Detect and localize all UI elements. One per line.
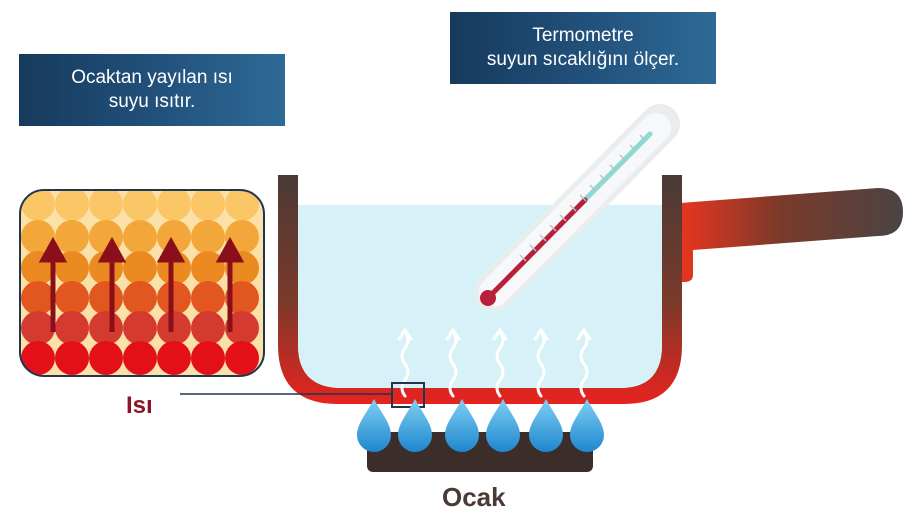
steam-icon — [445, 327, 461, 398]
steam-icon — [533, 327, 549, 398]
pot-handle — [680, 188, 903, 282]
flame-icon — [529, 399, 563, 452]
steam-icon — [492, 327, 508, 398]
flame-icon — [486, 399, 520, 452]
heat-label: Isı — [126, 392, 153, 419]
thermometer-icon — [474, 104, 680, 312]
heat-spread-caption: Ocaktan yayılan ısı suyu ısıtır. — [19, 54, 285, 126]
steam-icon — [576, 327, 592, 398]
heat-particles-box — [19, 189, 265, 377]
thermometer-caption: Termometre suyun sıcaklığını ölçer. — [450, 12, 716, 84]
heat-spread-caption-line1: Ocaktan yayılan ısı — [71, 67, 233, 88]
flame-icon — [357, 399, 391, 452]
heat-arrow-icon — [97, 236, 127, 332]
heat-arrow-icon — [215, 236, 245, 332]
flame-icon — [445, 399, 479, 452]
heat-arrow-icon — [156, 236, 186, 332]
flame-icon — [570, 399, 604, 452]
steam-icon — [397, 327, 413, 398]
heat-arrow-icon — [38, 236, 68, 332]
flame-icon — [398, 399, 432, 452]
thermometer-caption-line2: suyun sıcaklığını ölçer. — [486, 49, 680, 70]
stove-label: Ocak — [442, 482, 506, 512]
highlight-box — [391, 382, 425, 408]
heat-spread-caption-line2: suyu ısıtır. — [108, 91, 196, 112]
thermometer-caption-line1: Termometre — [532, 25, 634, 46]
